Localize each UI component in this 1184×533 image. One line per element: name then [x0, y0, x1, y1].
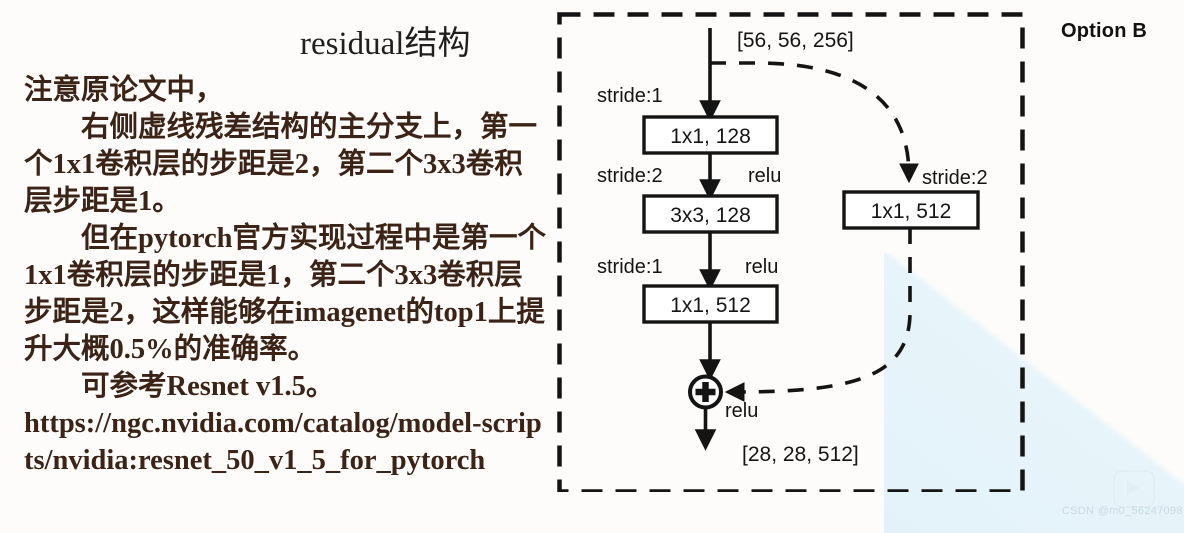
notes-line-1: 注意原论文中， — [24, 75, 224, 106]
stride-label-2: stride:2 — [597, 165, 663, 187]
shortcut-conv-box-label: 1x1, 512 — [871, 200, 952, 223]
conv-box-2-label: 3x3, 128 — [670, 204, 751, 227]
notes-block: 注意原论文中， 右侧虚线残差结构的主分支上，第一个1x1卷积层的步距是2，第二个… — [24, 72, 548, 479]
relu-label-2: relu — [745, 256, 778, 278]
notes-line-4: 可参考Resnet v1.5。 — [81, 371, 335, 402]
notes-line-2: 右侧虚线残差结构的主分支上，第一个1x1卷积层的步距是2，第二个3x3卷积层步距… — [24, 112, 538, 217]
shortcut-conv-box — [842, 190, 980, 230]
csdn-play-badge-icon — [1113, 470, 1155, 508]
shortcut-path-upper — [710, 61, 919, 184]
page-title: residual结构 — [300, 26, 471, 62]
input-shape-label: [56, 56, 256] — [737, 29, 854, 52]
conv-box-2 — [642, 194, 779, 234]
block-boundary-dashed-rect — [557, 12, 1025, 492]
relu-label-3: relu — [725, 400, 758, 422]
option-label: Option B — [1061, 20, 1148, 42]
stride-label-1: stride:1 — [597, 85, 663, 107]
notes-line-3: 但在pytorch官方实现过程中是第一个1x1卷积层的步距是1，第二个3x3卷积… — [24, 223, 546, 365]
shortcut-stride-label: stride:2 — [922, 167, 988, 189]
add-icon — [688, 374, 723, 410]
watermark-text: CSDN @m0_56247098 — [1062, 505, 1183, 517]
residual-block-diagram: 1x1, 128 3x3, 128 1x1, 512 1x1, 512 [ — [557, 12, 1025, 492]
conv-box-1-label: 1x1, 128 — [670, 125, 751, 148]
stride-label-3: stride:1 — [597, 256, 663, 278]
conv-box-3-label: 1x1, 512 — [670, 294, 751, 317]
conv-box-3 — [642, 284, 779, 324]
output-shape-label: [28, 28, 512] — [742, 443, 859, 466]
relu-label-1: relu — [748, 165, 781, 187]
shortcut-path-lower — [724, 228, 912, 402]
reference-url[interactable]: https://ngc.nvidia.com/catalog/model-scr… — [24, 408, 542, 476]
